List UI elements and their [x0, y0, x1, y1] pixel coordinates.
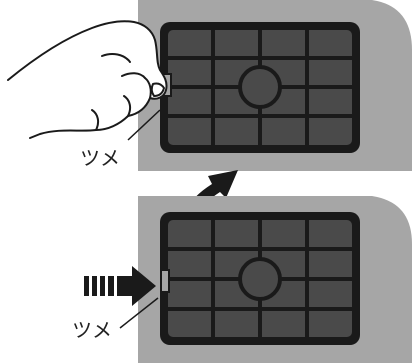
lower-tab — [160, 269, 170, 293]
dashed-push-arrow-icon — [84, 266, 156, 306]
hand-grip-icon — [7, 20, 168, 139]
lower-tab-label: ツメ — [72, 318, 112, 342]
upper-panel — [7, 0, 412, 171]
upper-tab-label: ツメ — [80, 146, 120, 170]
upper-callout-leader — [127, 109, 161, 141]
lower-filter — [160, 212, 360, 345]
lower-panel — [84, 196, 412, 363]
lower-callout-leader — [119, 297, 159, 329]
upper-filter — [160, 22, 360, 153]
